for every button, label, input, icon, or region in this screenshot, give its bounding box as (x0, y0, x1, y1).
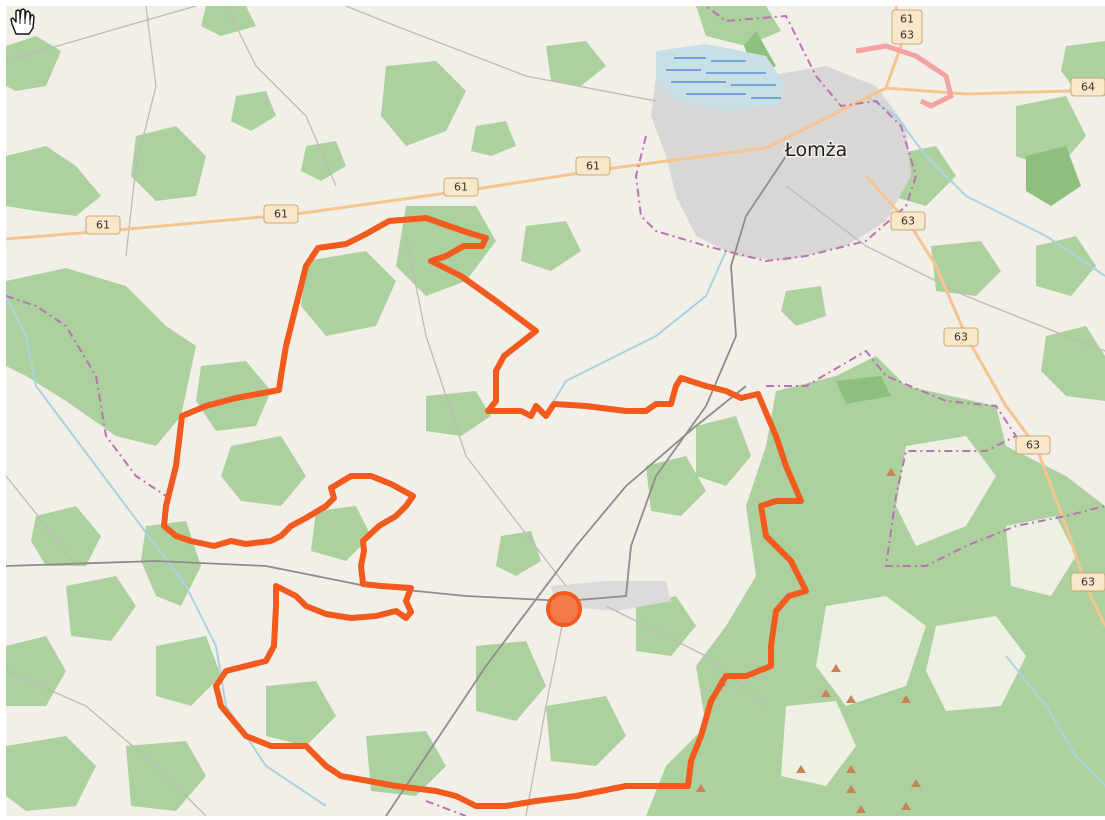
road-shield-63: 63 (890, 211, 926, 231)
admin-boundaries (6, 6, 1105, 816)
peak-icon (886, 468, 896, 476)
map-view[interactable]: Łomża 61 61 61 61 61 63 64 63 63 63 (6, 6, 1105, 816)
svg-text:63: 63 (900, 29, 914, 42)
water-reservoir (656, 44, 786, 111)
road-shield-63: 63 (1070, 572, 1105, 592)
svg-text:64: 64 (1081, 81, 1095, 94)
minor-roads (6, 6, 1105, 816)
hand-cursor-icon (10, 8, 35, 35)
peak-icon (911, 779, 921, 787)
svg-text:63: 63 (1026, 439, 1040, 452)
peak-icon (901, 695, 911, 703)
road-shield-64: 64 (1070, 77, 1105, 97)
clearing-layer (781, 436, 1076, 786)
peak-icon (696, 784, 706, 792)
road-shield-63: 63 (1015, 435, 1051, 455)
svg-text:63: 63 (954, 331, 968, 344)
place-label-lomza: Łomża (784, 139, 847, 161)
road-shield-61: 61 (85, 215, 121, 235)
peak-icon (846, 785, 856, 793)
map-canvas[interactable]: Łomża 61 61 61 61 61 63 64 63 63 63 (6, 6, 1105, 816)
location-marker[interactable] (546, 591, 582, 627)
highlight-outline (161, 215, 809, 809)
railway (6, 155, 787, 816)
peak-icon (821, 689, 831, 697)
peak-icon (831, 664, 841, 672)
svg-text:61: 61 (96, 219, 110, 232)
road-shield-63: 63 (943, 327, 979, 347)
road-shield-61: 61 (443, 177, 479, 197)
road-shield-61: 61 (575, 156, 611, 176)
peak-icon (846, 765, 856, 773)
svg-text:61: 61 (274, 208, 288, 221)
svg-text:61: 61 (900, 13, 914, 26)
svg-text:63: 63 (901, 215, 915, 228)
svg-text:61: 61 (454, 181, 468, 194)
peak-icon (856, 805, 866, 813)
road-shield-61-63: 61 63 (891, 9, 923, 45)
svg-text:63: 63 (1081, 576, 1095, 589)
peak-icon (796, 765, 806, 773)
peak-icon (846, 695, 856, 703)
border-highlight (855, 43, 954, 109)
road-shield-61: 61 (263, 204, 299, 224)
peak-icons (696, 468, 921, 813)
peak-icon (901, 802, 911, 810)
svg-text:61: 61 (586, 160, 600, 173)
